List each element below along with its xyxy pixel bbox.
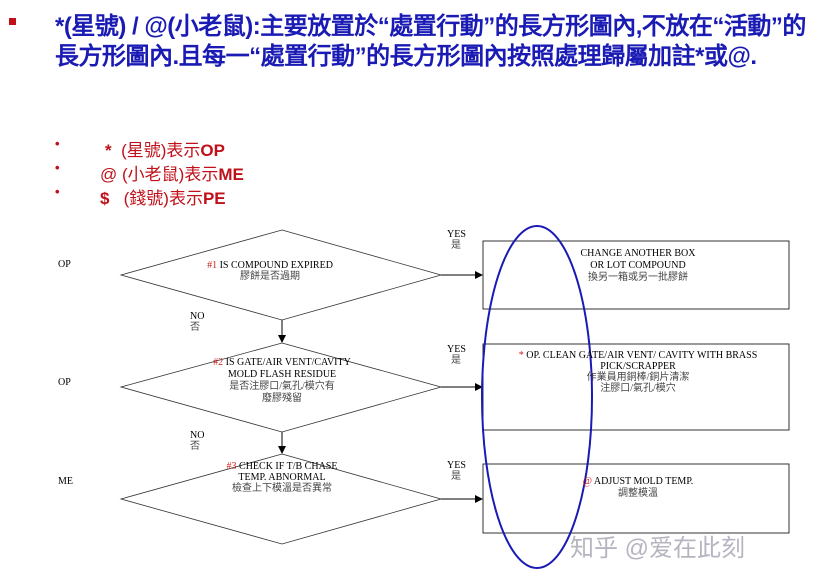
decision-text-2: #2 IS GATE/AIR VENT/CAVITY MOLD FLASH RE… bbox=[213, 357, 351, 405]
action-en: ADJUST MOLD TEMP. bbox=[593, 476, 694, 487]
heading-text: *(星號) / @(小老鼠):主要放置於“處置行動”的長方形圖內,不放在“活動”… bbox=[55, 13, 806, 70]
bullet-dot-icon: • bbox=[55, 160, 60, 175]
action-en: PICK/SCRAPPER bbox=[600, 361, 676, 372]
step-number: #2 bbox=[213, 357, 224, 368]
decision-text-3: #3 CHECK IF T/B CHASE TEMP. ABNORMAL 檢查上… bbox=[227, 461, 338, 494]
owner-label: OP bbox=[58, 259, 71, 270]
action-en: OP. CLEAN GATE/AIR VENT/ CAVITY WITH BRA… bbox=[526, 350, 758, 361]
action-en: OR LOT COMPOUND bbox=[590, 260, 686, 271]
owner-label: OP bbox=[58, 377, 71, 388]
legend-text: (錢號)表示 bbox=[123, 189, 203, 208]
action-zh: 作業員用銅棒/銅片清潔 bbox=[586, 372, 690, 383]
question-en: IS COMPOUND EXPIRED bbox=[219, 260, 333, 271]
step-number: #3 bbox=[226, 461, 237, 472]
action-box-3 bbox=[482, 463, 790, 534]
question-en: CHECK IF T/B CHASE bbox=[239, 461, 338, 472]
question-zh: 廢膠殘留 bbox=[262, 393, 302, 404]
bullet-square-icon bbox=[9, 18, 16, 25]
bullet-dot-icon: • bbox=[55, 184, 60, 199]
question-zh: 檢查上下模溫是否異常 bbox=[231, 483, 332, 494]
legend-text: (小老鼠)表示 bbox=[122, 165, 219, 184]
bullet-dot-icon: • bbox=[55, 136, 60, 151]
question-en: MOLD FLASH RESIDUE bbox=[227, 369, 337, 380]
question-zh: 膠餅是否過期 bbox=[239, 271, 300, 282]
action-text-2: * OP. CLEAN GATE/AIR VENT/ CAVITY WITH B… bbox=[519, 350, 758, 394]
watermark: 知乎 @爱在此刻 bbox=[570, 535, 746, 562]
action-mark: * bbox=[518, 350, 524, 361]
legend-text: (星號)表示 bbox=[121, 141, 201, 160]
action-mark: @ bbox=[582, 476, 592, 487]
action-zh: 換另一箱或另一批膠餅 bbox=[588, 272, 688, 283]
action-en: CHANGE ANOTHER BOX bbox=[580, 248, 696, 259]
question-en: TEMP. ABNORMAL bbox=[238, 472, 326, 483]
highlight-ellipse bbox=[481, 225, 593, 569]
legend-role: ME bbox=[218, 165, 244, 184]
action-box-1 bbox=[482, 240, 790, 310]
action-text-3: @ ADJUST MOLD TEMP. 調整模溫 bbox=[583, 476, 694, 500]
step-number: #1 bbox=[207, 260, 218, 271]
action-zh: 調整模溫 bbox=[617, 488, 658, 499]
question-en: IS GATE/AIR VENT/CAVITY bbox=[225, 357, 351, 368]
legend-symbol: @ bbox=[100, 165, 118, 184]
owner-label: ME bbox=[58, 476, 73, 487]
legend-symbol: * bbox=[105, 141, 112, 160]
decision-text-1: #1 IS COMPOUND EXPIRED 膠餅是否過期 bbox=[207, 260, 333, 282]
legend-symbol: $ bbox=[100, 189, 110, 208]
legend-role: PE bbox=[202, 189, 226, 208]
question-zh: 是否注膠口/氣孔/模穴有 bbox=[229, 381, 335, 392]
legend-role: OP bbox=[200, 141, 225, 160]
action-text-1: CHANGE ANOTHER BOX OR LOT COMPOUND 換另一箱或… bbox=[581, 248, 696, 284]
decision-diamond-3 bbox=[119, 453, 443, 545]
action-zh: 注膠口/氣孔/模穴 bbox=[600, 383, 676, 394]
